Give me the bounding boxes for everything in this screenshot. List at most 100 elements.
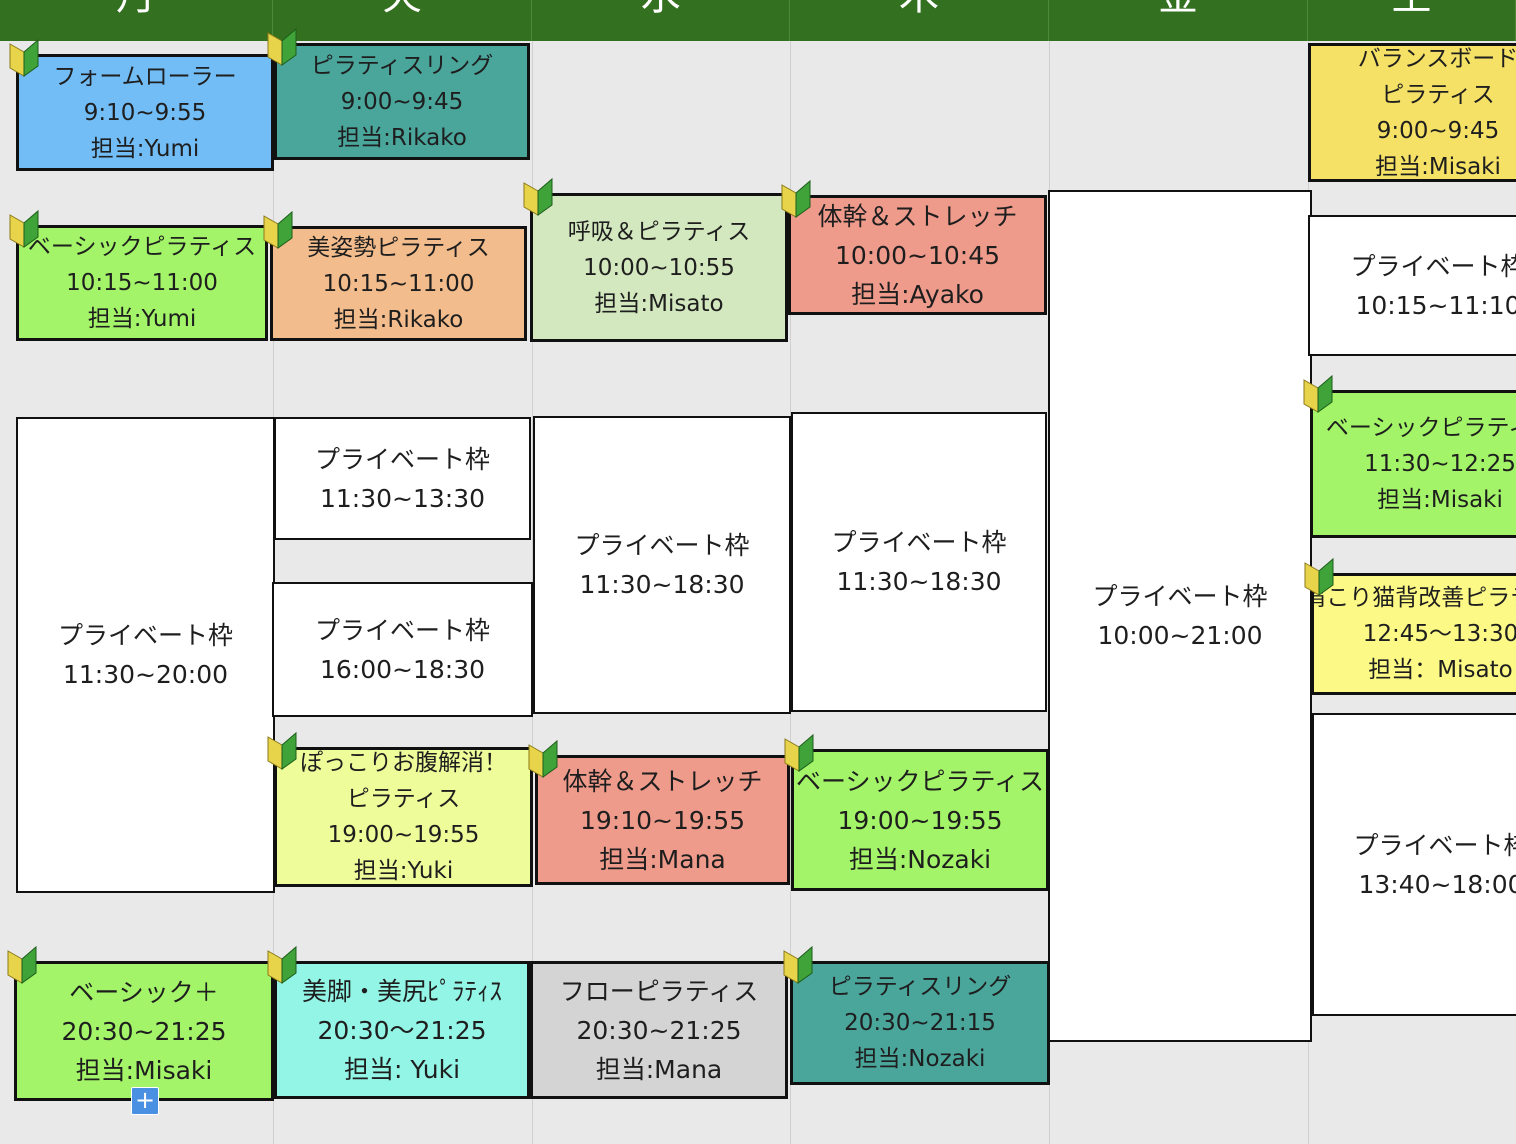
day-label: 水: [532, 0, 789, 16]
class-slot[interactable]: 呼吸＆ピラティス 10:00~10:55 担当:Misato: [530, 193, 788, 342]
class-detail: 9:00~9:45: [1376, 117, 1500, 144]
class-title: 肩こり猫背改善ピラティス: [1311, 585, 1516, 611]
class-detail: 担当:Yumi: [87, 306, 197, 332]
beginner-mark-icon: [782, 945, 814, 985]
class-slot[interactable]: プライベート枠 11:30~18:30: [791, 412, 1047, 712]
beginner-mark-icon: [522, 177, 554, 217]
day-header-tue: 火: [273, 0, 532, 41]
class-slot[interactable]: フローピラティス 20:30~21:25 担当:Mana: [530, 961, 788, 1099]
class-detail: 11:30~13:30: [319, 483, 486, 513]
class-title: ベーシックピラティス: [1325, 415, 1516, 441]
day-header-wed: 水: [532, 0, 790, 41]
beginner-mark-icon: [8, 209, 40, 249]
class-detail: 10:00~21:00: [1097, 621, 1263, 650]
class-slot[interactable]: ピラティスリング 20:30~21:15 担当:Nozaki: [790, 961, 1050, 1085]
class-detail: 10:15~11:00: [322, 270, 475, 297]
class-detail: 9:10~9:55: [83, 99, 207, 126]
class-slot[interactable]: プライベート枠 10:00~21:00: [1048, 190, 1312, 1042]
class-detail: 19:00~19:55: [837, 805, 1003, 835]
class-detail: 担当:Yuki: [353, 858, 454, 884]
beginner-mark-icon: [266, 731, 298, 771]
class-slot[interactable]: ベーシック＋ 20:30~21:25 担当:Misaki: [14, 961, 274, 1101]
beginner-mark-icon: [1302, 374, 1334, 414]
class-title: ベーシック＋: [69, 977, 219, 1007]
class-detail: 16:00~18:30: [319, 654, 486, 684]
day-header-fri: 金: [1049, 0, 1308, 41]
class-detail: 12:45〜13:30: [1362, 621, 1516, 647]
class-title: ピラティスリング: [828, 974, 1012, 1000]
class-slot[interactable]: ベーシックピラティス 10:15~11:00 担当:Yumi: [16, 225, 268, 341]
class-detail: 20:30〜21:25: [317, 1015, 487, 1045]
class-detail: 19:00~19:55: [327, 822, 480, 848]
class-title: バランスボード: [1357, 45, 1516, 72]
class-title: ベーシックピラティス: [27, 234, 257, 260]
class-title: プライベート枠: [1092, 582, 1268, 611]
class-detail: 担当:Mana: [599, 844, 726, 874]
beginner-mark-icon: [6, 945, 38, 985]
day-label: 火: [273, 0, 531, 16]
class-detail: ピラティス: [1381, 81, 1495, 108]
class-title: フローピラティス: [559, 976, 759, 1006]
class-detail: 11:30~12:25: [1364, 451, 1516, 477]
class-detail: 11:30~18:30: [579, 570, 745, 599]
class-slot[interactable]: プライベート枠 11:30~18:30: [533, 416, 791, 714]
class-title: 呼吸＆ピラティス: [567, 218, 751, 245]
class-detail: 20:30~21:25: [61, 1016, 227, 1046]
class-title: 美脚・美尻ﾋﾟﾗﾃｨｽ: [301, 976, 502, 1006]
class-detail: 担当:Yumi: [90, 135, 200, 162]
class-detail: 10:15~11:00: [66, 270, 218, 296]
beginner-mark-icon: [1303, 557, 1335, 597]
beginner-mark-icon: [527, 739, 559, 779]
class-detail: 担当:Misaki: [75, 1055, 213, 1085]
class-detail: 19:10~19:55: [579, 805, 746, 835]
class-title: プライベート枠: [574, 531, 750, 560]
add-button[interactable]: +: [131, 1087, 159, 1115]
class-slot[interactable]: フォームローラー 9:10~9:55 担当:Yumi: [16, 54, 274, 171]
class-slot[interactable]: プライベート枠 16:00~18:30: [272, 582, 533, 717]
day-header-mon: 月: [0, 0, 273, 41]
beginner-mark-icon: [783, 733, 815, 773]
class-title: プライベート枠: [314, 615, 490, 645]
beginner-mark-icon: [262, 210, 294, 250]
class-slot[interactable]: バランスボードピラティス 9:00~9:45 担当:Misaki: [1308, 43, 1516, 182]
day-label: 月: [0, 0, 272, 16]
beginner-mark-icon: [780, 179, 812, 219]
class-detail: 担当:Misato: [594, 290, 724, 317]
day-label: 土: [1308, 0, 1515, 16]
class-detail: 担当:Rikako: [333, 306, 464, 333]
class-detail: 11:30~20:00: [62, 660, 229, 689]
class-title: フォームローラー: [53, 63, 237, 90]
class-title: 体幹＆ストレッチ: [562, 766, 763, 796]
class-detail: 10:15~11:10: [1355, 290, 1516, 320]
class-detail: 担当:Ayako: [851, 279, 984, 309]
class-detail: 担当:Misaki: [1375, 153, 1501, 180]
class-slot[interactable]: 美脚・美尻ﾋﾟﾗﾃｨｽ 20:30〜21:25 担当: Yuki: [274, 961, 530, 1099]
beginner-mark-icon: [8, 38, 40, 78]
class-detail: 担当:Rikako: [337, 124, 467, 151]
class-detail: 11:30~18:30: [836, 567, 1002, 596]
day-header-thu: 木: [790, 0, 1049, 41]
class-slot[interactable]: プライベート枠 11:30~20:00: [16, 417, 275, 893]
class-detail: 担当:Nozaki: [854, 1046, 986, 1072]
class-detail: 20:30~21:25: [576, 1015, 742, 1045]
class-slot[interactable]: 体幹＆ストレッチ 19:10~19:55 担当:Mana: [535, 755, 790, 885]
class-detail: 10:00~10:55: [583, 254, 735, 281]
class-detail: 20:30~21:15: [844, 1010, 996, 1036]
class-detail: 担当: Yuki: [343, 1054, 461, 1084]
class-title: プライベート枠: [57, 621, 233, 650]
day-header-sat: 土: [1308, 0, 1516, 41]
class-detail: ピラティス: [346, 786, 461, 812]
class-title: プライベート枠: [831, 528, 1007, 557]
class-detail: 担当:Mana: [595, 1054, 723, 1084]
class-detail: 9:00~9:45: [340, 88, 464, 115]
